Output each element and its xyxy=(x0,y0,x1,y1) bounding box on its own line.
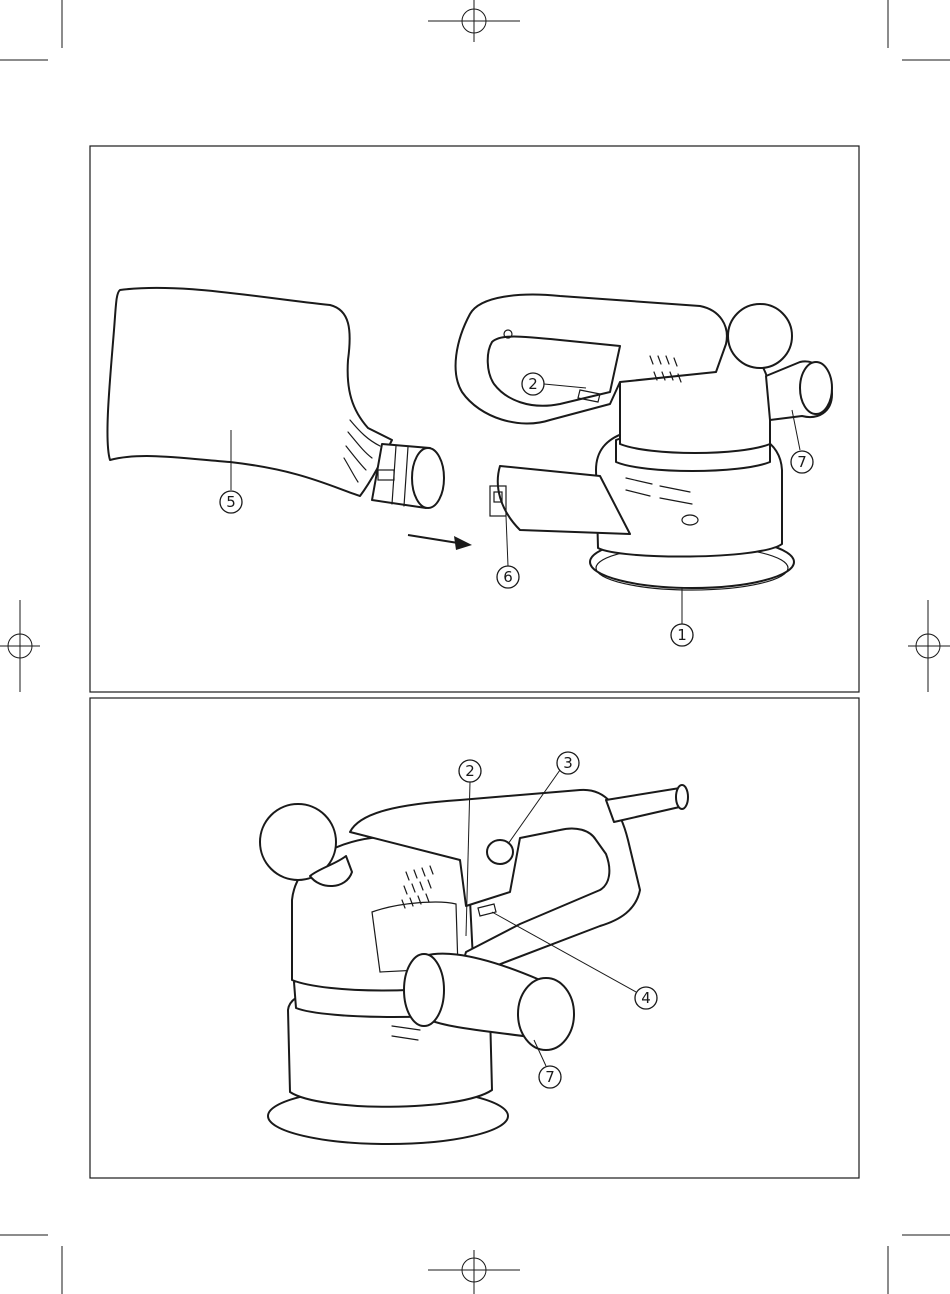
callout-2-top-label: 2 xyxy=(528,375,538,393)
registration-target-bottom xyxy=(428,1250,520,1294)
callout-1-label: 1 xyxy=(677,626,687,644)
registration-target-left xyxy=(0,600,40,692)
callout-1: 1 xyxy=(671,588,693,646)
callout-7-bottom-label: 7 xyxy=(545,1068,555,1086)
callout-4-label: 4 xyxy=(641,989,651,1007)
dust-bag xyxy=(107,288,444,508)
sander-bottom xyxy=(260,785,688,1144)
callout-7-top: 7 xyxy=(791,410,813,473)
registration-target-right xyxy=(908,600,950,692)
callout-3-label: 3 xyxy=(563,754,573,772)
callout-2-bottom-label: 2 xyxy=(465,762,475,780)
callout-5-label: 5 xyxy=(226,493,236,511)
lock-button xyxy=(487,840,513,864)
front-knob xyxy=(728,304,792,368)
figure-bottom: 2 3 4 7 xyxy=(260,752,688,1144)
insert-arrow xyxy=(408,535,472,550)
callout-7-top-label: 7 xyxy=(797,453,807,471)
registration-target-top xyxy=(428,0,520,42)
callout-6-label: 6 xyxy=(503,568,513,586)
figure-top: 5 2 7 6 1 xyxy=(107,288,832,646)
sander-top xyxy=(456,295,832,590)
